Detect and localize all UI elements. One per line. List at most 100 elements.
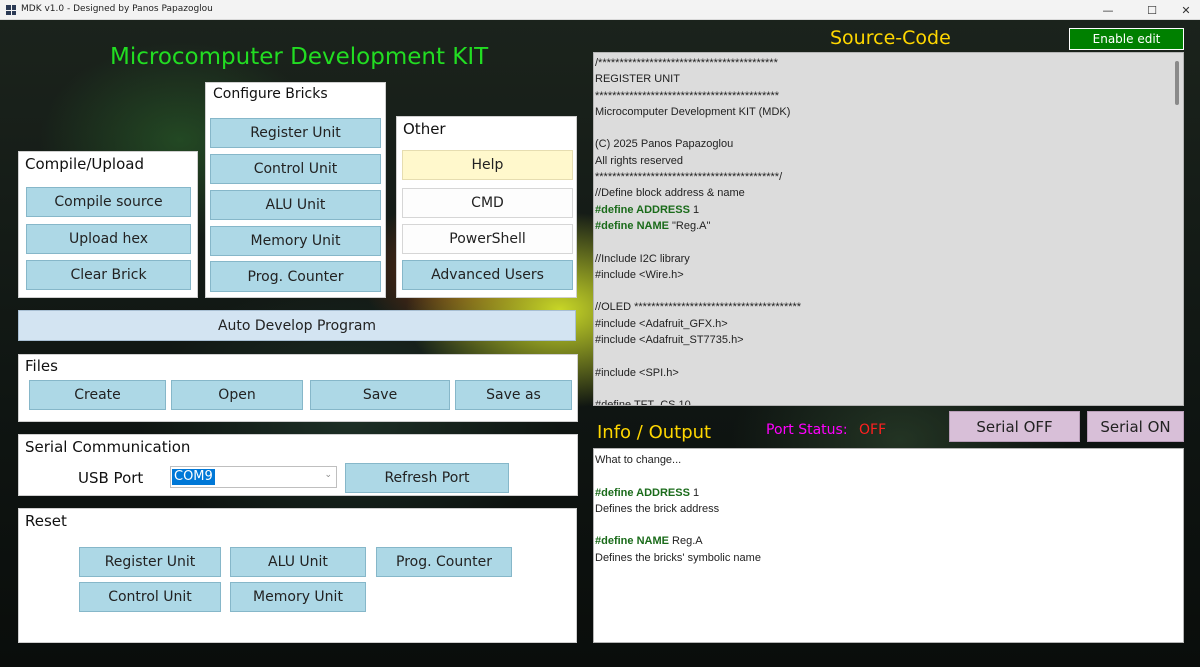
configure-register-unit-button[interactable]: Register Unit xyxy=(210,118,381,148)
serial-communication-title: Serial Communication xyxy=(25,438,191,456)
reset-memory-unit-button[interactable]: Memory Unit xyxy=(230,582,366,612)
reset-prog-counter-button[interactable]: Prog. Counter xyxy=(376,547,512,577)
code-line xyxy=(595,120,1165,136)
code-keyword: #define NAME xyxy=(595,219,669,232)
info-text: Reg.A xyxy=(668,535,703,548)
info-output-title: Info / Output xyxy=(597,422,712,443)
compile-upload-panel: Compile/Upload Compile source Upload hex… xyxy=(18,151,198,298)
save-file-button[interactable]: Save xyxy=(310,380,450,410)
source-code-editor[interactable]: /***************************************… xyxy=(593,52,1184,406)
code-keyword: #define ADDRESS xyxy=(595,203,690,216)
auto-develop-program-button[interactable]: Auto Develop Program xyxy=(18,310,576,341)
code-line: #include <Wire.h> xyxy=(595,267,1165,283)
code-line: #define ADDRESS 1 xyxy=(595,202,1165,218)
code-line: //OLED *********************************… xyxy=(595,299,1165,315)
code-line: All rights reserved xyxy=(595,153,1165,169)
configure-alu-unit-button[interactable]: ALU Unit xyxy=(210,190,381,220)
files-panel: Files Create Open Save Save as xyxy=(18,354,578,422)
info-line: #define NAME Reg.A xyxy=(595,533,1175,549)
code-line: //Define block address & name xyxy=(595,185,1165,201)
serial-off-button[interactable]: Serial OFF xyxy=(949,411,1080,442)
upload-hex-button[interactable]: Upload hex xyxy=(26,224,191,254)
code-text: /***************************************… xyxy=(595,57,778,69)
code-text: #include <Wire.h> xyxy=(595,268,684,281)
code-line: #include <Adafruit_GFX.h> xyxy=(595,316,1165,332)
create-file-button[interactable]: Create xyxy=(29,380,166,410)
code-line: #include <SPI.h> xyxy=(595,365,1165,381)
maximize-icon[interactable]: ☐ xyxy=(1147,3,1157,17)
port-status-label: Port Status: xyxy=(766,422,848,438)
advanced-users-button[interactable]: Advanced Users xyxy=(402,260,573,290)
code-line: Microcomputer Development KIT (MDK) xyxy=(595,104,1165,120)
code-line: ****************************************… xyxy=(595,169,1165,185)
configure-bricks-title: Configure Bricks xyxy=(213,86,328,102)
chevron-down-icon: ⌄ xyxy=(324,470,332,480)
code-text: //Define block address & name xyxy=(595,187,745,200)
help-button[interactable]: Help xyxy=(402,150,573,180)
code-line xyxy=(595,348,1165,364)
info-line xyxy=(595,468,1175,484)
code-text: Microcomputer Development KIT (MDK) xyxy=(595,105,791,118)
code-text: REGISTER UNIT xyxy=(595,73,680,86)
source-code-lines: /***************************************… xyxy=(595,55,1165,405)
other-panel: Other Help CMD PowerShell Advanced Users xyxy=(396,116,577,298)
info-line: Defines the bricks' symbolic name xyxy=(595,550,1175,566)
info-line xyxy=(595,517,1175,533)
code-text: ****************************************… xyxy=(595,171,783,184)
info-text: What to change... xyxy=(595,454,682,466)
code-line: (C) 2025 Panos Papazoglou xyxy=(595,136,1165,152)
code-text: (C) 2025 Panos Papazoglou xyxy=(595,138,734,151)
code-text: 1 xyxy=(689,203,700,216)
enable-edit-button[interactable]: Enable edit xyxy=(1069,28,1184,50)
reset-register-unit-button[interactable]: Register Unit xyxy=(79,547,221,577)
code-line: #define NAME "Reg.A" xyxy=(595,218,1165,234)
save-as-file-button[interactable]: Save as xyxy=(455,380,572,410)
port-status-value: OFF xyxy=(859,422,887,438)
serial-on-button[interactable]: Serial ON xyxy=(1087,411,1184,442)
powershell-button[interactable]: PowerShell xyxy=(402,224,573,254)
code-line: REGISTER UNIT xyxy=(595,71,1165,87)
compile-upload-title: Compile/Upload xyxy=(25,155,144,173)
configure-bricks-panel: Configure Bricks Register Unit Control U… xyxy=(205,82,386,298)
code-line: #define TFT_CS 10 xyxy=(595,397,1165,405)
code-line: /***************************************… xyxy=(595,55,1165,71)
window-title-bar: MDK v1.0 - Designed by Panos Papazoglou … xyxy=(0,0,1200,20)
refresh-port-button[interactable]: Refresh Port xyxy=(345,463,509,493)
code-line: ****************************************… xyxy=(595,88,1165,104)
compile-source-button[interactable]: Compile source xyxy=(26,187,191,217)
code-line xyxy=(595,234,1165,250)
info-line: What to change... xyxy=(595,452,1175,468)
usb-port-select[interactable]: COM9 ⌄ xyxy=(170,466,337,488)
reset-alu-unit-button[interactable]: ALU Unit xyxy=(230,547,366,577)
code-text: #include <SPI.h> xyxy=(595,366,679,379)
source-code-scrollbar[interactable] xyxy=(1175,61,1179,105)
code-text: "Reg.A" xyxy=(668,219,711,232)
info-keyword: #define NAME xyxy=(595,535,669,548)
code-text: #include <Adafruit_GFX.h> xyxy=(595,317,728,330)
configure-control-unit-button[interactable]: Control Unit xyxy=(210,154,381,184)
configure-prog-counter-button[interactable]: Prog. Counter xyxy=(210,261,381,292)
source-code-title: Source-Code xyxy=(830,27,951,49)
reset-panel: Reset Register Unit ALU Unit Prog. Count… xyxy=(18,508,577,643)
usb-port-value: COM9 xyxy=(172,469,215,485)
cmd-button[interactable]: CMD xyxy=(402,188,573,218)
open-file-button[interactable]: Open xyxy=(171,380,303,410)
code-line xyxy=(595,283,1165,299)
clear-brick-button[interactable]: Clear Brick xyxy=(26,260,191,290)
code-text: All rights reserved xyxy=(595,154,684,167)
code-line: //Include I2C library xyxy=(595,251,1165,267)
code-text: #include <Adafruit_ST7735.h> xyxy=(595,334,744,347)
minimize-icon[interactable]: — xyxy=(1102,3,1114,17)
code-text: //OLED *********************************… xyxy=(595,301,802,314)
other-title: Other xyxy=(403,120,446,138)
reset-title: Reset xyxy=(25,512,67,530)
info-keyword: #define ADDRESS xyxy=(595,486,690,499)
main-title: Microcomputer Development KIT xyxy=(110,44,489,70)
configure-memory-unit-button[interactable]: Memory Unit xyxy=(210,226,381,256)
reset-control-unit-button[interactable]: Control Unit xyxy=(79,582,221,612)
close-icon[interactable]: ✕ xyxy=(1181,3,1191,17)
usb-port-label: USB Port xyxy=(78,469,144,487)
window-title: MDK v1.0 - Designed by Panos Papazoglou xyxy=(21,4,213,14)
